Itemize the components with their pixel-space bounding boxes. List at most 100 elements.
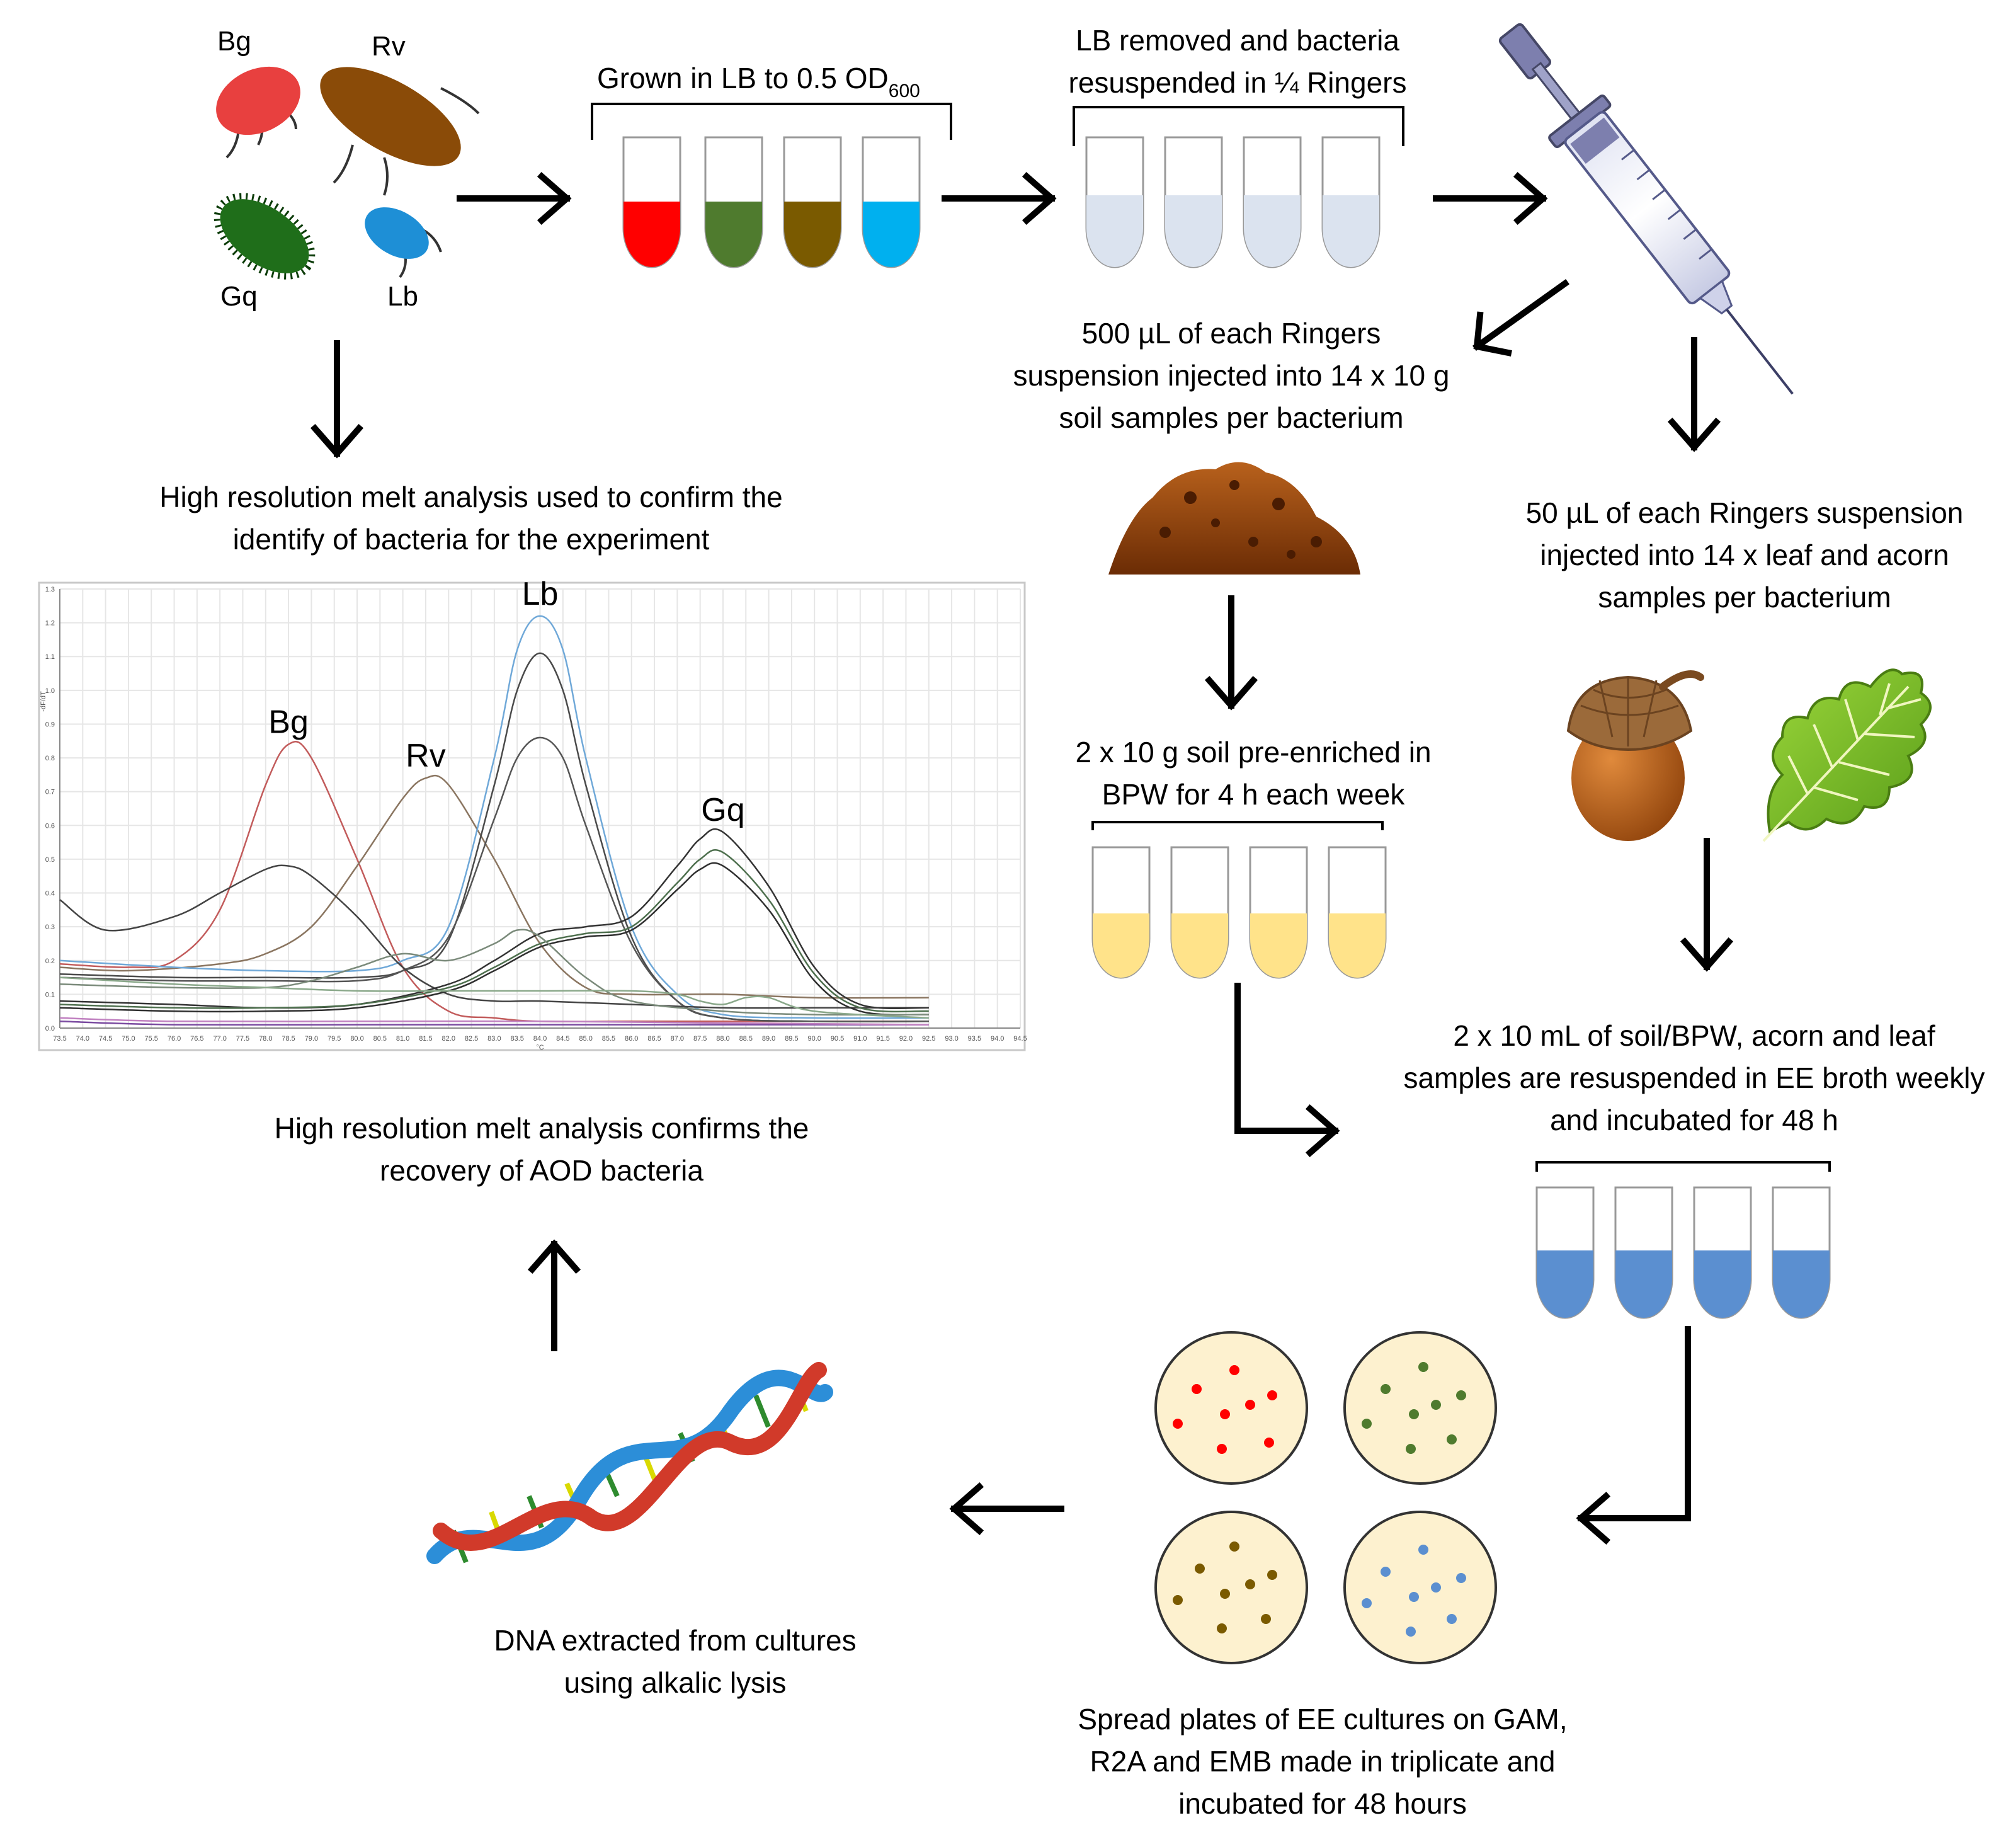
acorn-icon	[1566, 670, 1704, 841]
x-tick-label: 92.5	[922, 1035, 935, 1043]
soil-inject-line3: soil samples per bacterium	[1059, 401, 1403, 434]
bacterium-gq-icon	[214, 193, 316, 280]
y-tick-label: 0.0	[45, 1025, 55, 1032]
x-tick-label: 85.0	[579, 1035, 592, 1043]
y-tick-label: 1.2	[45, 620, 55, 627]
melt-curve	[59, 741, 929, 1022]
plate-green-colonies	[1343, 1331, 1497, 1485]
x-tick-label: 76.5	[190, 1035, 203, 1043]
x-tick-label: 82.5	[465, 1035, 478, 1043]
tube-red	[622, 136, 681, 268]
dna-helix-icon	[426, 1362, 833, 1564]
y-tick-label: 1.0	[45, 687, 55, 695]
tube-ee	[1614, 1186, 1673, 1319]
y-tick-label: 0.6	[45, 822, 55, 830]
hrm-confirm-line1: High resolution melt analysis confirms t…	[275, 1112, 809, 1145]
lb-removed-line1: LB removed and bacteria	[1076, 24, 1399, 57]
melt-curve	[59, 864, 929, 1009]
tube-bpw	[1091, 846, 1151, 979]
melt-curve	[59, 1017, 929, 1026]
tube-ringers	[1164, 136, 1223, 268]
x-tick-label: 80.5	[373, 1035, 387, 1043]
x-tick-label: 81.5	[419, 1035, 432, 1043]
plates-line1: Spread plates of EE cultures on GAM,	[1078, 1703, 1567, 1736]
preenrich-line2: BPW for 4 h each week	[1102, 778, 1406, 811]
leaf-inject-line2: injected into 14 x leaf and acorn	[1540, 539, 1949, 571]
x-tick-label: 73.5	[53, 1035, 66, 1043]
tube-brown	[783, 136, 842, 268]
arrow-right-2	[942, 171, 1057, 226]
y-tick-label: 0.7	[45, 789, 55, 796]
hrm-identify-line1: High resolution melt analysis used to co…	[159, 481, 782, 513]
plate-brown-colonies	[1154, 1511, 1308, 1664]
y-tick-label: 0.4	[45, 890, 55, 898]
label-lb: Lb	[387, 281, 418, 312]
y-tick-label: 0.5	[45, 856, 55, 864]
y-tick-label: 1.3	[45, 586, 55, 593]
arrow-down-soil	[1204, 595, 1258, 711]
tube-ee	[1535, 1186, 1595, 1319]
x-tick-label: 84.5	[556, 1035, 569, 1043]
bracket-bpw	[1091, 821, 1384, 830]
preenrich-line1: 2 x 10 g soil pre-enriched in	[1075, 736, 1431, 769]
x-tick-label: 77.5	[236, 1035, 249, 1043]
hrm-confirm-line2: recovery of AOD bacteria	[380, 1154, 703, 1187]
melt-curve	[59, 1021, 929, 1026]
y-tick-label: 0.8	[45, 755, 55, 762]
arrow-up-hrm	[527, 1239, 581, 1351]
y-tick-label: 0.2	[45, 958, 55, 965]
bracket-ee	[1535, 1161, 1831, 1172]
tube-green	[704, 136, 763, 268]
label-gq: Gq	[220, 281, 258, 312]
x-tick-label: 75.5	[145, 1035, 158, 1043]
peak-label: Lb	[522, 576, 559, 612]
tubes-bpw	[1091, 846, 1387, 979]
tube-bpw	[1328, 846, 1387, 979]
tube-blue	[862, 136, 921, 268]
resuspend-line1: 2 x 10 mL of soil/BPW, acorn and leaf	[1453, 1019, 1935, 1052]
melt-curve	[59, 849, 929, 1013]
chart-frame	[38, 581, 1026, 1051]
x-tick-label: 90.5	[831, 1035, 844, 1043]
y-tick-label: 1.1	[45, 653, 55, 661]
tube-ringers	[1321, 136, 1381, 268]
x-tick-label: 93.5	[968, 1035, 981, 1043]
syringe-icon	[1498, 23, 1794, 395]
arrow-left-dna	[949, 1482, 1064, 1536]
x-tick-label: 74.0	[76, 1035, 89, 1043]
resuspend-line2: samples are resuspended in EE broth week…	[1403, 1061, 1985, 1094]
x-tick-label: 91.5	[876, 1035, 889, 1043]
arrow-to-soil	[1472, 279, 1569, 357]
arrow-to-leaf	[1667, 337, 1721, 452]
peak-label: Rv	[406, 738, 446, 774]
soil-inject-line2: suspension injected into 14 x 10 g	[1013, 359, 1449, 392]
tubes-ringers	[1085, 136, 1381, 268]
bacterium-lb-icon	[365, 207, 442, 278]
soil-icon	[1108, 462, 1360, 575]
dna-line1: DNA extracted from cultures	[494, 1624, 856, 1657]
x-tick-label: 74.5	[99, 1035, 112, 1043]
label-rv: Rv	[372, 31, 406, 62]
bracket-grown	[591, 103, 952, 140]
x-tick-label: 88.0	[716, 1035, 729, 1043]
x-tick-label: 94.5	[1013, 1035, 1027, 1043]
x-tick-label: 89.5	[785, 1035, 798, 1043]
tube-ringers	[1085, 136, 1144, 268]
tubes-ee-broth	[1535, 1186, 1831, 1319]
x-tick-label: 83.5	[510, 1035, 523, 1043]
tube-bpw	[1170, 846, 1229, 979]
x-tick-label: 75.0	[122, 1035, 135, 1043]
tube-bpw	[1249, 846, 1308, 979]
tube-ee	[1693, 1186, 1752, 1319]
resuspend-line3: and incubated for 48 h	[1550, 1104, 1838, 1136]
melt-curve	[59, 976, 929, 1019]
tube-ringers	[1243, 136, 1302, 268]
x-tick-label: 93.0	[945, 1035, 958, 1043]
tube-ee	[1772, 1186, 1831, 1319]
arrow-elbow-to-resuspend	[1234, 983, 1340, 1158]
chart-axes	[59, 589, 1020, 1029]
x-tick-label: 86.5	[647, 1035, 661, 1043]
